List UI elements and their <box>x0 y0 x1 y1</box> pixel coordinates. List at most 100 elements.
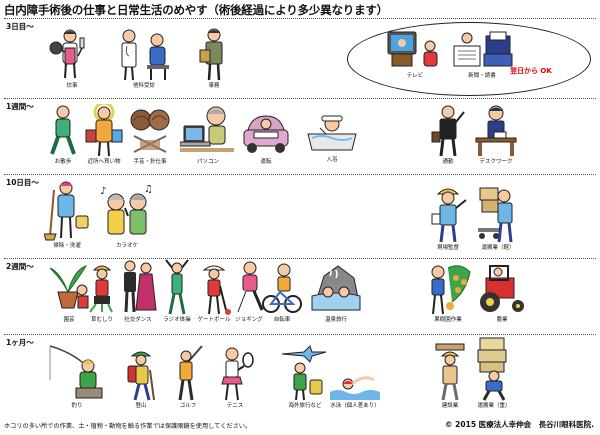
activity-label: テニス <box>226 403 244 409</box>
activity-label: 運搬業（重） <box>477 403 511 409</box>
activity-item: 運搬業（軽） <box>476 184 520 252</box>
activity-item: 掃除・洗濯 <box>44 180 90 250</box>
activity-label: ゲートボール <box>197 317 231 323</box>
activity-item: パソコン <box>180 104 236 166</box>
safety-note: ホコリの多い所での作業、土・植物・動物を触る作業では保護眼鏡を使用してください。 <box>4 423 252 430</box>
bicycle-icon <box>262 263 302 313</box>
section-week1: 1週間～ <box>4 98 596 174</box>
hot-spring-icon <box>311 265 361 311</box>
activity-item: 自転車 <box>262 262 302 324</box>
light-carrying-icon <box>478 187 513 243</box>
activity-item: 入浴 <box>306 112 358 164</box>
section-label: 1週間～ <box>6 102 34 111</box>
heavy-carrying-icon <box>477 337 507 401</box>
bathing-icon <box>307 115 357 151</box>
activity-label: 掃除・洗濯 <box>53 243 81 249</box>
cooking-icon <box>49 29 85 79</box>
section-label: 10日目～ <box>6 178 39 187</box>
next-day-ok-highlight <box>347 22 591 96</box>
activity-item: 事務 <box>196 26 232 90</box>
activity-item: 水泳（個人差あり） <box>328 370 382 410</box>
section-divider <box>4 18 596 19</box>
activity-item: ゲートボール <box>196 262 232 324</box>
weeding-icon <box>89 265 113 313</box>
activity-item: お散歩 <box>46 104 80 166</box>
copyright: © 2015 医療法人幸伸会 長谷川眼科医院. <box>445 420 594 429</box>
next-day-ok-label: 翌日から OK <box>510 67 552 75</box>
farming-tractor-icon <box>480 265 524 312</box>
activity-label: 事務 <box>208 83 220 89</box>
activity-item: 果樹園作業 <box>424 262 472 324</box>
hiking-icon <box>127 351 155 401</box>
activity-item: テニス <box>214 344 256 410</box>
activity-label: 新聞・読書 <box>468 73 496 79</box>
activity-label: 果樹園作業 <box>434 317 462 323</box>
activity-label: パソコン <box>196 159 219 165</box>
activity-item: 近所へ買い物 <box>84 104 124 166</box>
golf-icon <box>178 345 203 401</box>
activity-item: 新聞・読書 <box>450 28 514 80</box>
activity-item: 農業 <box>476 262 528 324</box>
page-title: 白内障手術後の仕事と日常生活のめやす（術後経過により多少異なります） <box>4 3 388 17</box>
activity-label: 運転 <box>260 159 272 165</box>
activity-label: ジョギング <box>235 317 263 323</box>
doctor-visit-icon <box>121 29 169 81</box>
tennis-icon <box>221 347 254 401</box>
activity-label: 運搬業（軽） <box>481 245 515 251</box>
activity-label: 近所へ買い物 <box>87 159 121 165</box>
activity-item: 釣り <box>48 344 106 410</box>
activity-label: 建設業 <box>441 403 459 409</box>
karaoke-icon: ♪ ♫ <box>100 184 153 235</box>
section-label: 1ヶ月～ <box>6 338 34 347</box>
activity-item: 現場監督 <box>428 184 468 252</box>
activity-item: ジョギング <box>232 260 266 324</box>
activity-item: 草むしり <box>88 262 116 324</box>
office-work-icon <box>199 28 223 81</box>
jogging-icon <box>236 261 264 313</box>
activity-item: 通勤 <box>428 104 468 166</box>
activity-label: カラオケ <box>115 243 138 249</box>
section-label: 2週間～ <box>6 262 34 271</box>
section-label: 3日目～ <box>6 22 34 31</box>
activity-label: 海外旅行など <box>288 403 322 409</box>
activity-item: テレビ <box>386 30 444 80</box>
activity-label: 水泳（個人差あり） <box>330 403 380 409</box>
gateball-icon <box>202 265 231 315</box>
activity-item: 炊事 <box>48 26 96 90</box>
activity-item: ♪ ♫ カラオケ <box>98 182 156 250</box>
activity-label: 園芸 <box>63 317 75 323</box>
activity-label: 現場監督 <box>436 245 459 251</box>
radio-exercise-icon <box>165 259 189 315</box>
activity-item: 手芸・針仕事 <box>128 106 172 166</box>
activity-item: 園芸 <box>46 262 92 324</box>
activity-label: 社交ダンス <box>124 317 152 323</box>
gardening-icon <box>49 265 89 309</box>
section-divider <box>4 334 596 335</box>
activity-label: お散歩 <box>54 159 72 165</box>
activity-label: 他科受診 <box>132 83 155 89</box>
section-month1: 1ヶ月～ <box>4 334 596 418</box>
activity-item: 海外旅行など <box>280 344 330 410</box>
activity-label: 草むしり <box>90 317 113 323</box>
activity-label: 入浴 <box>326 157 338 163</box>
activity-item: 登山 <box>124 348 158 410</box>
section-week2: 2週間～ <box>4 258 596 334</box>
walking-icon <box>50 105 76 155</box>
computer-icon <box>180 106 234 152</box>
commuting-icon <box>431 105 465 157</box>
driving-icon <box>243 115 289 153</box>
activity-label: 登山 <box>135 403 147 409</box>
activity-item: 温泉旅行 <box>310 262 362 324</box>
desk-work-icon <box>475 105 517 156</box>
activity-label: 自転車 <box>273 317 291 323</box>
activity-label: デスクワーク <box>479 159 513 165</box>
cleaning-icon <box>44 181 89 241</box>
newspaper-reading-icon <box>453 31 513 67</box>
activity-item: 建設業 <box>432 342 468 410</box>
orchard-work-icon <box>431 265 471 315</box>
svg-text:♫: ♫ <box>144 184 153 195</box>
ballroom-dance-icon <box>124 260 157 313</box>
svg-text:♪: ♪ <box>100 186 106 197</box>
activity-item: 社交ダンス <box>118 258 158 324</box>
activity-label: 温泉旅行 <box>324 317 347 323</box>
